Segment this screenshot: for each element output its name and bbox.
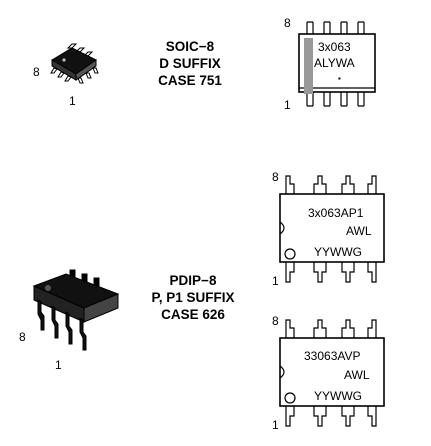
- pdip-package-illustration: [32, 269, 120, 351]
- package-case: CASE 751: [158, 73, 222, 88]
- package-type: SOIC−8: [165, 39, 215, 54]
- soic-package-designation: SOIC−8 D SUFFIX CASE 751: [130, 38, 250, 89]
- pdip-marking-diagram-a: [279, 175, 385, 283]
- soic-package-illustration: [50, 43, 99, 84]
- package-suffix: P, P1 SUFFIX: [151, 290, 235, 305]
- soic-marking-pin1-label: 1: [284, 98, 291, 112]
- package-type: PDIP−8: [169, 273, 217, 288]
- pdip-package-designation: PDIP−8 P, P1 SUFFIX CASE 626: [128, 272, 258, 323]
- pdip-b-marking-pin1-label: 1: [272, 418, 279, 432]
- soic-pin1-label: 1: [69, 94, 76, 108]
- soic-marking-dot: ▪: [338, 74, 341, 83]
- package-case: CASE 626: [161, 307, 225, 322]
- soic-pin8-label: 8: [33, 65, 40, 79]
- pdip-a-marking-line1: 3x063AP1: [308, 206, 364, 220]
- pdip-pin1-label: 1: [55, 358, 62, 372]
- soic-marking-diagram: [298, 21, 376, 107]
- pdip-b-marking-line1: 33063AVP: [304, 349, 361, 363]
- pdip-pin8-label: 8: [19, 330, 26, 344]
- soic-marking-line2: ALYWA: [314, 56, 355, 70]
- pdip-b-marking-pin8-label: 8: [272, 314, 279, 328]
- pdip-a-marking-pin1-label: 1: [272, 274, 279, 288]
- soic-marking-pin8-label: 8: [284, 16, 291, 30]
- pdip-a-marking-pin8-label: 8: [272, 170, 279, 184]
- package-suffix: D SUFFIX: [159, 56, 221, 71]
- pdip-a-marking-line3: YYWWG: [314, 245, 362, 259]
- pdip-b-marking-line3: YYWWG: [314, 389, 362, 403]
- soic-marking-line1: 3x063: [318, 40, 351, 54]
- pdip-b-marking-line2: AWL: [344, 368, 370, 382]
- pdip-a-marking-line2: AWL: [346, 224, 372, 238]
- pdip-marking-diagram-b: [279, 319, 385, 427]
